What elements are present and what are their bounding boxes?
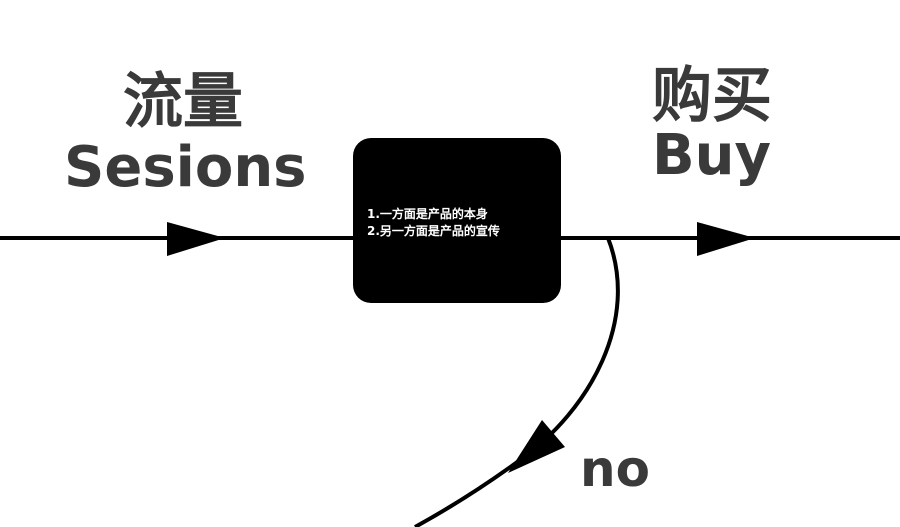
arrowhead-right — [697, 222, 755, 256]
traffic-label-cn: 流量 — [123, 67, 243, 137]
process-box: 1.一方面是产品的本身 2.另一方面是产品的宣传 — [353, 138, 561, 303]
process-line-2: 2.另一方面是产品的宣传 — [367, 224, 500, 238]
arrowhead-branch — [508, 420, 565, 473]
process-line-1: 1.一方面是产品的本身 — [367, 207, 488, 221]
no-label: no — [580, 440, 650, 498]
buy-label-cn: 购买 — [652, 61, 772, 131]
traffic-label-en: Sesions — [64, 135, 307, 200]
buy-label-en: Buy — [652, 123, 772, 188]
arrowhead-left — [167, 222, 225, 256]
